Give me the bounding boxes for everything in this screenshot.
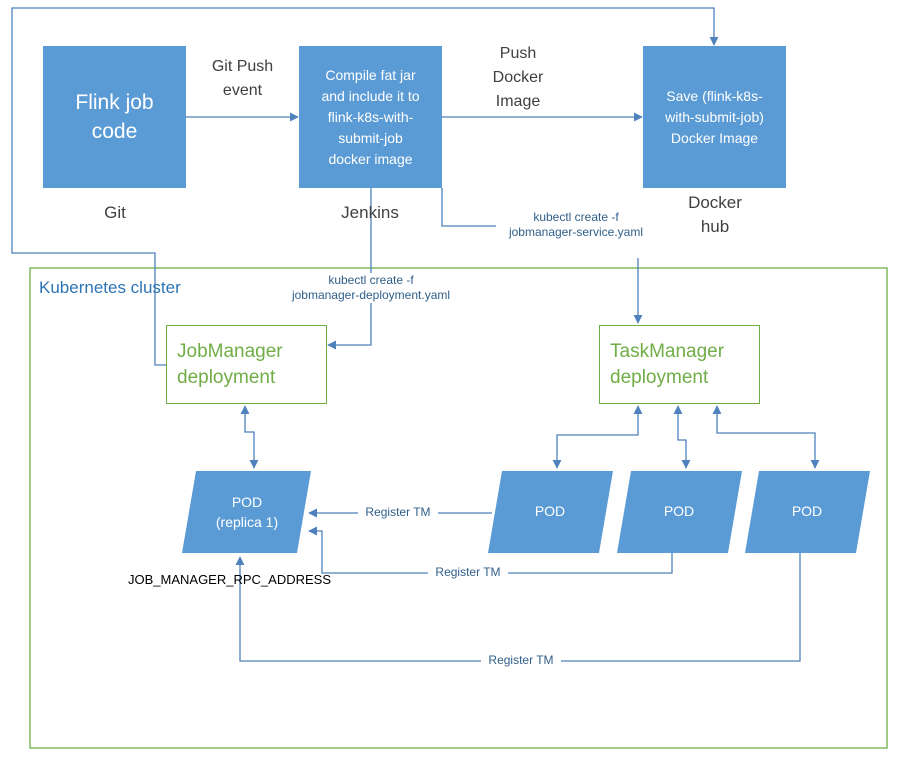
register-tm-label-2: Register TM [428,565,508,580]
dockerhub-image-box: Save (flink-k8s- with-submit-job) Docker… [643,46,786,188]
register-arrow-3 [235,552,801,662]
kubectl-service-label: kubectl create -f jobmanager-service.yam… [496,210,656,240]
kubectl-deployment-arrow [327,188,372,350]
git-push-label: Git Push event [211,58,274,99]
kubectl-deployment-label: kubectl create -f jobmanager-deployment.… [276,273,466,303]
pod-replica-label: POD (replica 1) [215,494,279,530]
flink-job-code-box: Flink job code [43,46,186,188]
kubectl-service-line [441,188,510,227]
taskmanager-deployment-box: TaskManager deployment [599,325,760,404]
register-tm-label-1: Register TM [358,505,438,520]
docker-hub-label: Docker hub [688,193,742,236]
pod-1-shape [488,471,613,553]
tm-pod3-link [712,405,820,469]
jobmanager-deployment-box: JobManager deployment [166,325,327,404]
jm-pod-link [240,405,259,469]
pod-2-shape [617,471,742,553]
job-manager-rpc-address-label: JOB_MANAGER_RPC_ADDRESS [128,572,331,587]
pod-2-label: POD [663,503,695,519]
pod-3-shape [745,471,870,553]
register-tm-label-3: Register TM [481,653,561,668]
jenkins-label: Jenkins [341,203,399,222]
tm-pod2-link [673,405,691,469]
pod-replica-shape [182,471,311,553]
jenkins-build-box: Compile fat jar and include it to flink-… [299,46,442,188]
tm-pod1-link [552,405,643,469]
kubernetes-cluster-title: Kubernetes cluster [39,278,181,297]
pod-3-label: POD [791,503,823,519]
register-arrow-2 [308,526,673,574]
cluster-border [29,267,888,749]
jobmanager-pull-arrow [11,7,719,366]
push-docker-label: Push Docker Image [492,45,544,110]
git-label: Git [104,203,126,222]
pod-1-label: POD [534,503,566,519]
